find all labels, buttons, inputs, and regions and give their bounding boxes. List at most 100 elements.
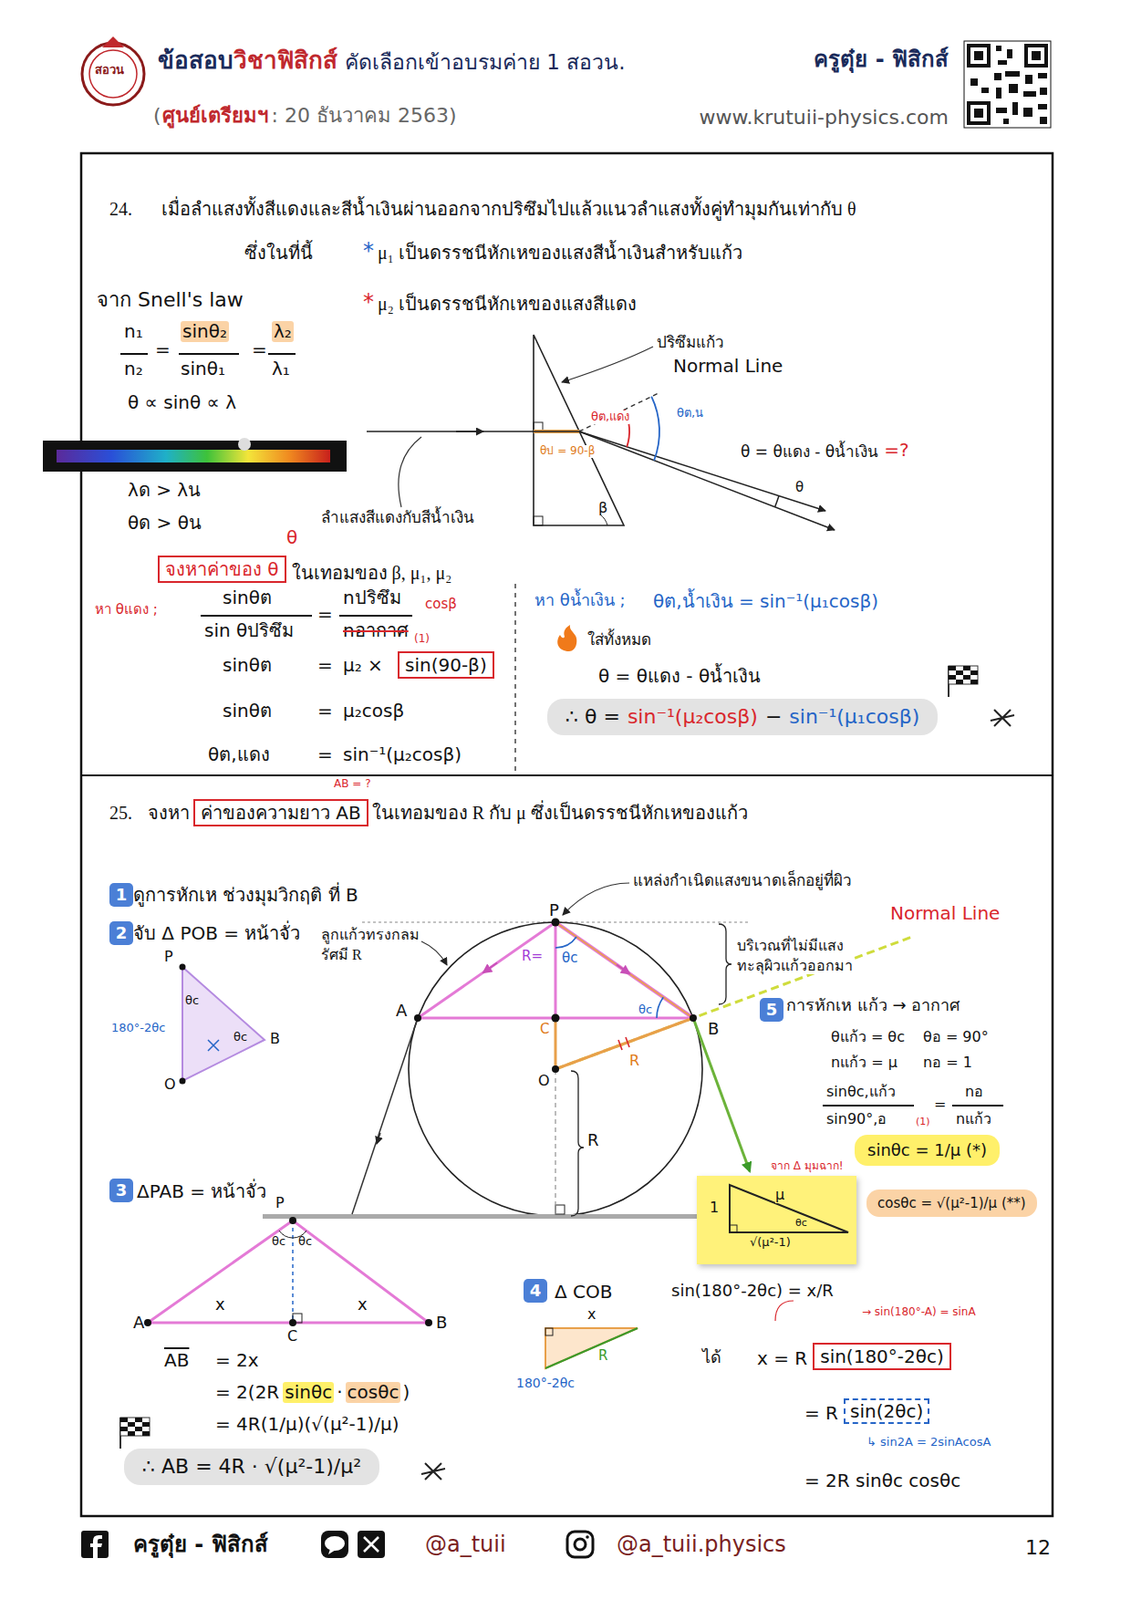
drawing-path bbox=[775, 1300, 794, 1321]
drawing-rect bbox=[966, 43, 991, 68]
drawing-line bbox=[483, 963, 498, 974]
annotation-text: θ = θแดง - θน้ำเงิน bbox=[598, 665, 761, 687]
drawing-rect bbox=[970, 78, 978, 86]
annotation-text: (1) bbox=[915, 1116, 931, 1129]
drawing-line bbox=[545, 1328, 638, 1369]
annotation-text: AB bbox=[164, 1349, 189, 1371]
drawing-rect bbox=[545, 1328, 553, 1336]
drawing-rect bbox=[948, 665, 978, 685]
annotation-text: =? bbox=[883, 439, 909, 461]
annotation-text: sin⁻¹(μ₂cosβ) bbox=[342, 744, 462, 766]
drawing-line bbox=[200, 614, 312, 617]
node-text: sin(180°-2θc) bbox=[819, 1345, 945, 1368]
annotation-text: Δ COB bbox=[554, 1281, 613, 1303]
drawing-line bbox=[822, 1104, 914, 1107]
drawing-rect bbox=[955, 679, 964, 685]
drawing-polygon bbox=[545, 1328, 638, 1369]
annotation-text: จาก Δ มุมฉาก! bbox=[770, 1160, 844, 1173]
drawing-rect bbox=[1037, 72, 1048, 79]
sphere-figure bbox=[262, 882, 913, 1219]
drawing-circle bbox=[551, 1065, 560, 1073]
annotation-text: ในเทอมของ β, μ₁, μ₂ bbox=[291, 562, 453, 584]
annotation-text: = R bbox=[804, 1402, 839, 1424]
triangle-outline bbox=[729, 1184, 849, 1233]
triangle-pob bbox=[179, 964, 266, 1085]
drawing-circle bbox=[585, 1535, 590, 1539]
node-text: 1 bbox=[709, 1199, 719, 1216]
sticky-note: 1μθc√(μ²-1) bbox=[696, 1175, 857, 1265]
drawing-path bbox=[775, 496, 779, 508]
annotation-text: ครูตุ๋ย - ฟิสิกส์ bbox=[813, 47, 949, 73]
drawing-rect bbox=[127, 1431, 135, 1436]
drawing-rect bbox=[127, 1421, 135, 1427]
prism-figure bbox=[366, 334, 835, 530]
annotation-text: λ₁ bbox=[271, 358, 291, 380]
drawing-circle bbox=[289, 1318, 297, 1327]
drawing-rect bbox=[974, 51, 984, 61]
annotation-text: R= bbox=[521, 948, 543, 965]
annotation-text: B bbox=[269, 1030, 281, 1048]
drawing-path bbox=[561, 346, 654, 383]
annotation-text: 180°-2θc bbox=[516, 1375, 575, 1391]
annotation-text: nปริซึม bbox=[342, 587, 402, 609]
drawing-line bbox=[555, 922, 694, 1018]
annotation-text: θc bbox=[271, 1234, 286, 1249]
annotation-text: μ₂cosβ bbox=[342, 700, 405, 722]
annotation-text: * bbox=[363, 238, 374, 265]
annotation-text: sinθต bbox=[222, 587, 272, 609]
instagram-icon bbox=[567, 1531, 593, 1557]
x-icon bbox=[357, 1530, 385, 1558]
annotation-text: ( bbox=[153, 103, 162, 127]
drawing-circle bbox=[179, 964, 187, 971]
annotation-text: θต,แดง bbox=[207, 744, 270, 766]
annotation-text: R bbox=[598, 1348, 608, 1364]
annotation-text: @a_tuii.physics bbox=[616, 1532, 787, 1558]
annotation-text: A bbox=[133, 1313, 145, 1333]
drawing-rect bbox=[1005, 71, 1020, 77]
drawing-rect bbox=[120, 1417, 150, 1436]
drawing-circle bbox=[551, 1014, 561, 1023]
drawing-path bbox=[102, 36, 125, 48]
annotation-text: = 2R sinθc cosθc bbox=[804, 1470, 961, 1492]
frame bbox=[81, 153, 1053, 1516]
annotation-text: ซึ่งในที่นี้ bbox=[244, 242, 313, 264]
highlight-box: cosθc = √(μ²-1)/μ (**) bbox=[866, 1189, 1038, 1217]
annotation-text: จาก Snell's law bbox=[96, 288, 244, 312]
drawing-path bbox=[990, 709, 1015, 727]
annotation-text: θ bbox=[286, 527, 298, 549]
callout-number: 2 bbox=[109, 921, 134, 945]
callout-number: 4 bbox=[523, 1278, 548, 1303]
drawing-rect bbox=[533, 516, 543, 526]
annotation-text: = bbox=[317, 654, 333, 676]
drawing-rect bbox=[948, 674, 956, 680]
annotation-text: nแก้ว = μ bbox=[830, 1054, 898, 1071]
annotation-text: คัดเลือกเข้าอบรมค่าย 1 สอวน. bbox=[344, 50, 626, 74]
annotation-text: (1) bbox=[414, 632, 430, 646]
drawing-line bbox=[952, 1104, 1004, 1107]
annotation-text: วิชาฟิสิกส์ bbox=[233, 47, 338, 75]
drawing-rect bbox=[974, 108, 984, 118]
annotation-text: θป = 90-β bbox=[538, 445, 597, 458]
annotation-text: ↳ sin2A = 2sinAcosA bbox=[866, 1435, 991, 1450]
annotation-text: θ ∝ sinθ ∝ λ bbox=[127, 392, 237, 414]
callout-number: 3 bbox=[109, 1178, 134, 1203]
annotation-text: cosβ bbox=[425, 596, 457, 613]
annotation-text: sin θปริซึม bbox=[204, 620, 294, 642]
annotation-text: · bbox=[336, 1381, 343, 1403]
annotation-text: O bbox=[538, 1072, 550, 1090]
drawing-rect bbox=[134, 1417, 143, 1422]
annotation-text: sinθ₂ bbox=[180, 321, 229, 343]
drawing-path bbox=[570, 1070, 584, 1216]
divider bbox=[514, 583, 517, 772]
node-text: 1 bbox=[115, 884, 128, 904]
annotation-text: nอากาศ bbox=[342, 620, 409, 642]
annotation-text: P bbox=[549, 901, 560, 921]
drawing-rect bbox=[1025, 74, 1033, 84]
drawing-rect bbox=[120, 1417, 128, 1422]
drawing-circle bbox=[144, 1318, 152, 1327]
drawing-circle bbox=[89, 50, 137, 98]
annotation-text: ใส่ทั้งหมด bbox=[587, 631, 652, 650]
annotation-text: หา θแดง ; bbox=[94, 601, 158, 618]
drawing-line bbox=[352, 1017, 418, 1215]
